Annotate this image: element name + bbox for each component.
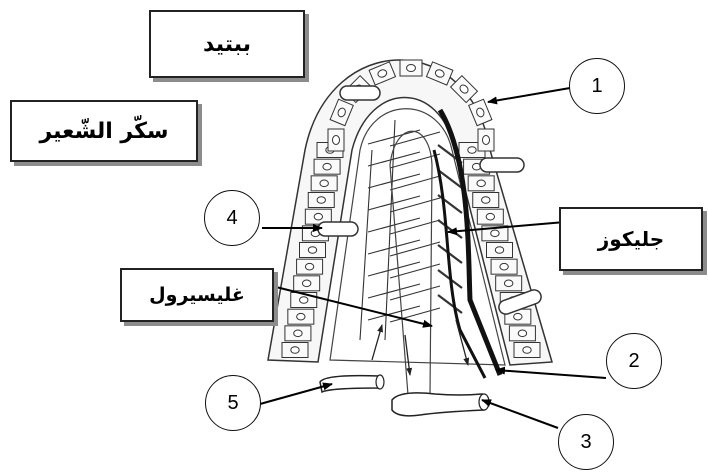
- cell-nucleus: [504, 280, 512, 287]
- number-circle-3: 3: [558, 414, 614, 470]
- cell-nucleus: [291, 347, 299, 354]
- epithelial-cell: [491, 259, 517, 274]
- cell-nucleus: [514, 313, 522, 320]
- cell-nucleus: [407, 64, 416, 71]
- cell-nucleus: [308, 247, 316, 254]
- epithelial-cell: [297, 259, 323, 274]
- cell-nucleus: [300, 297, 308, 304]
- cell-nucleus: [482, 136, 489, 145]
- cell-nucleus: [523, 347, 531, 354]
- epithelial-cell: [300, 243, 326, 258]
- cell-nucleus: [477, 180, 485, 187]
- number-4-text: 4: [226, 207, 237, 230]
- epithelial-cell: [477, 209, 503, 224]
- number-circle-1: 1: [569, 58, 625, 114]
- number-circle-5: 5: [205, 375, 261, 431]
- cell-nucleus: [302, 280, 310, 287]
- arrow-1: [488, 88, 570, 102]
- epithelial-cell: [285, 326, 311, 341]
- epithelial-cell: [468, 176, 494, 191]
- epithelial-cell: [308, 193, 334, 208]
- epithelial-cell: [473, 193, 499, 208]
- cell-nucleus: [500, 263, 508, 270]
- cell-nucleus: [317, 197, 325, 204]
- number-5-text: 5: [227, 392, 238, 415]
- cell-nucleus: [314, 213, 322, 220]
- cell-nucleus: [482, 197, 490, 204]
- epithelial-cell: [311, 176, 337, 191]
- label-glucose: جليكوز: [559, 207, 703, 271]
- epithelial-cell: [328, 129, 344, 151]
- label-malt-sugar: سكّر الشّعير: [10, 100, 198, 162]
- label-malt-sugar-text: سكّر الشّعير: [39, 119, 168, 144]
- epithelial-cell: [514, 343, 540, 358]
- cell-nucleus: [486, 213, 494, 220]
- epithelial-cell: [314, 159, 340, 174]
- cell-nucleus: [468, 147, 476, 154]
- label-peptide: ببتيد: [149, 10, 305, 78]
- number-1-text: 1: [591, 75, 602, 98]
- arrow-3: [482, 400, 558, 428]
- cell-nucleus: [495, 247, 503, 254]
- cell-nucleus: [320, 180, 328, 187]
- cell-nucleus: [323, 163, 331, 170]
- epithelial-cell: [487, 243, 513, 258]
- epithelial-cell: [496, 276, 522, 291]
- cell-nucleus: [294, 330, 302, 337]
- number-3-text: 3: [580, 431, 591, 454]
- number-2-text: 2: [628, 350, 639, 373]
- label-peptide-text: ببتيد: [203, 32, 251, 57]
- cell-nucleus: [305, 263, 313, 270]
- cell-nucleus: [332, 136, 339, 145]
- label-glycerol: غليسيرول: [120, 268, 274, 322]
- cell-nucleus: [518, 330, 526, 337]
- number-circle-4: 4: [204, 190, 260, 246]
- label-glucose-text: جليكوز: [598, 227, 664, 251]
- label-glycerol-text: غليسيرول: [149, 284, 245, 306]
- vessel-tube-bottom: [392, 393, 484, 416]
- vessel-tube-left-end: [376, 375, 384, 389]
- epithelial-cell: [288, 309, 314, 324]
- arrow-2: [496, 370, 606, 378]
- cell-nucleus: [297, 313, 305, 320]
- number-circle-2: 2: [606, 333, 662, 389]
- epithelial-cell: [294, 276, 320, 291]
- epithelial-cell: [400, 60, 422, 76]
- epithelial-cell: [282, 343, 308, 358]
- epithelial-cell: [509, 326, 535, 341]
- epithelial-cell: [478, 129, 494, 151]
- arrow-5: [260, 384, 332, 404]
- cell-nucleus: [491, 230, 499, 237]
